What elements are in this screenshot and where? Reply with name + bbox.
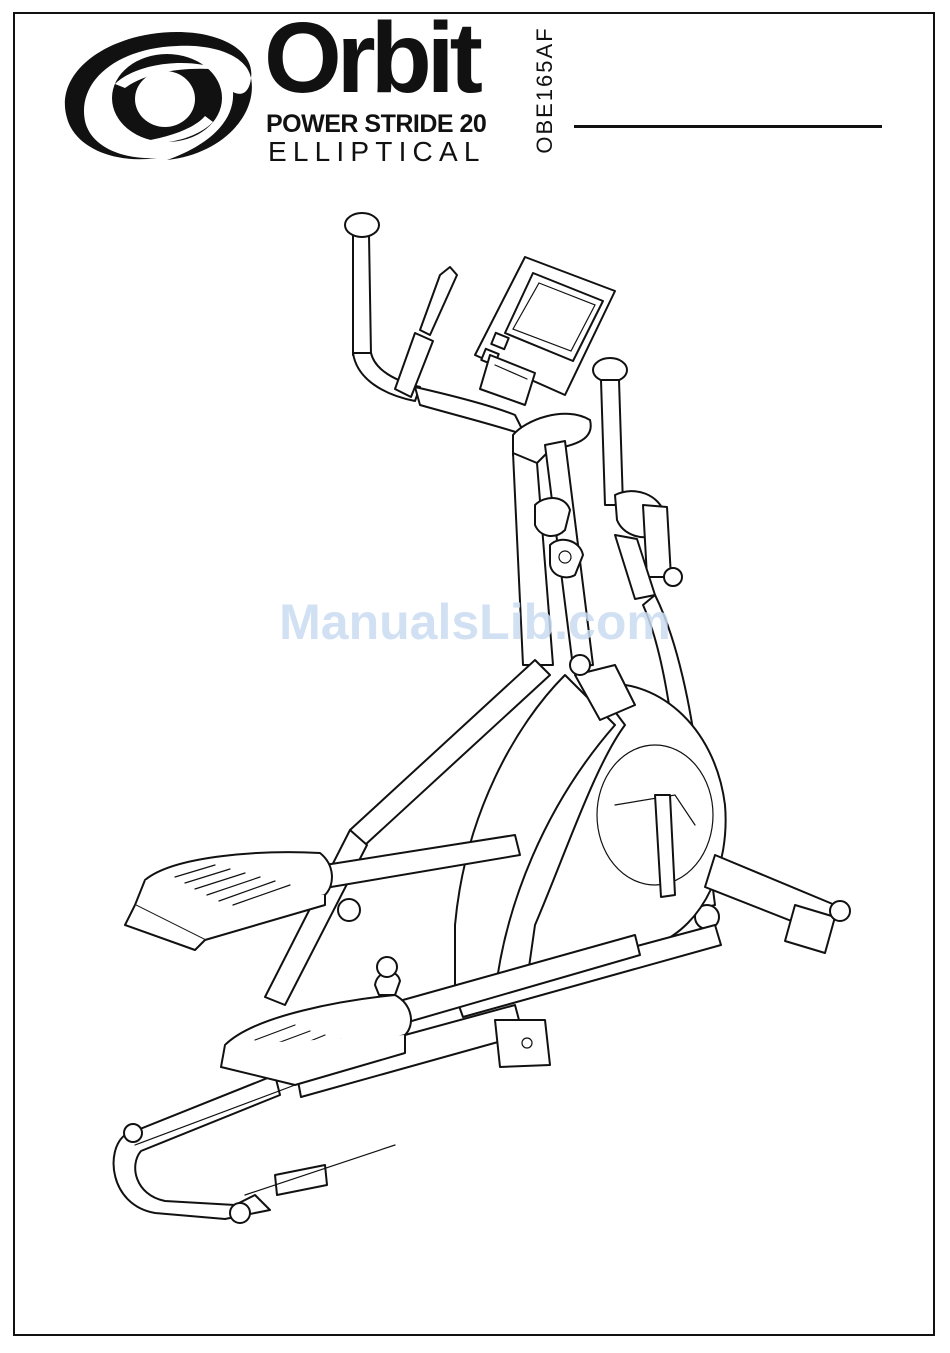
model-code: OBE165AF xyxy=(531,20,559,160)
watermark-text: ManualsLib.com xyxy=(0,593,950,651)
orbit-swirl-icon xyxy=(55,26,260,166)
product-name: POWER STRIDE 20 xyxy=(266,112,486,137)
console-arm xyxy=(395,267,457,397)
brand-logo: Orbit POWER STRIDE 20 ELLIPTICAL OBE165A… xyxy=(55,22,525,172)
header-rule xyxy=(574,125,882,128)
brand-name: Orbit xyxy=(264,8,478,108)
product-type: ELLIPTICAL xyxy=(268,138,486,166)
console-display xyxy=(475,257,615,405)
right-handle-pole xyxy=(593,358,627,505)
elliptical-trainer-illustration xyxy=(95,205,865,1235)
